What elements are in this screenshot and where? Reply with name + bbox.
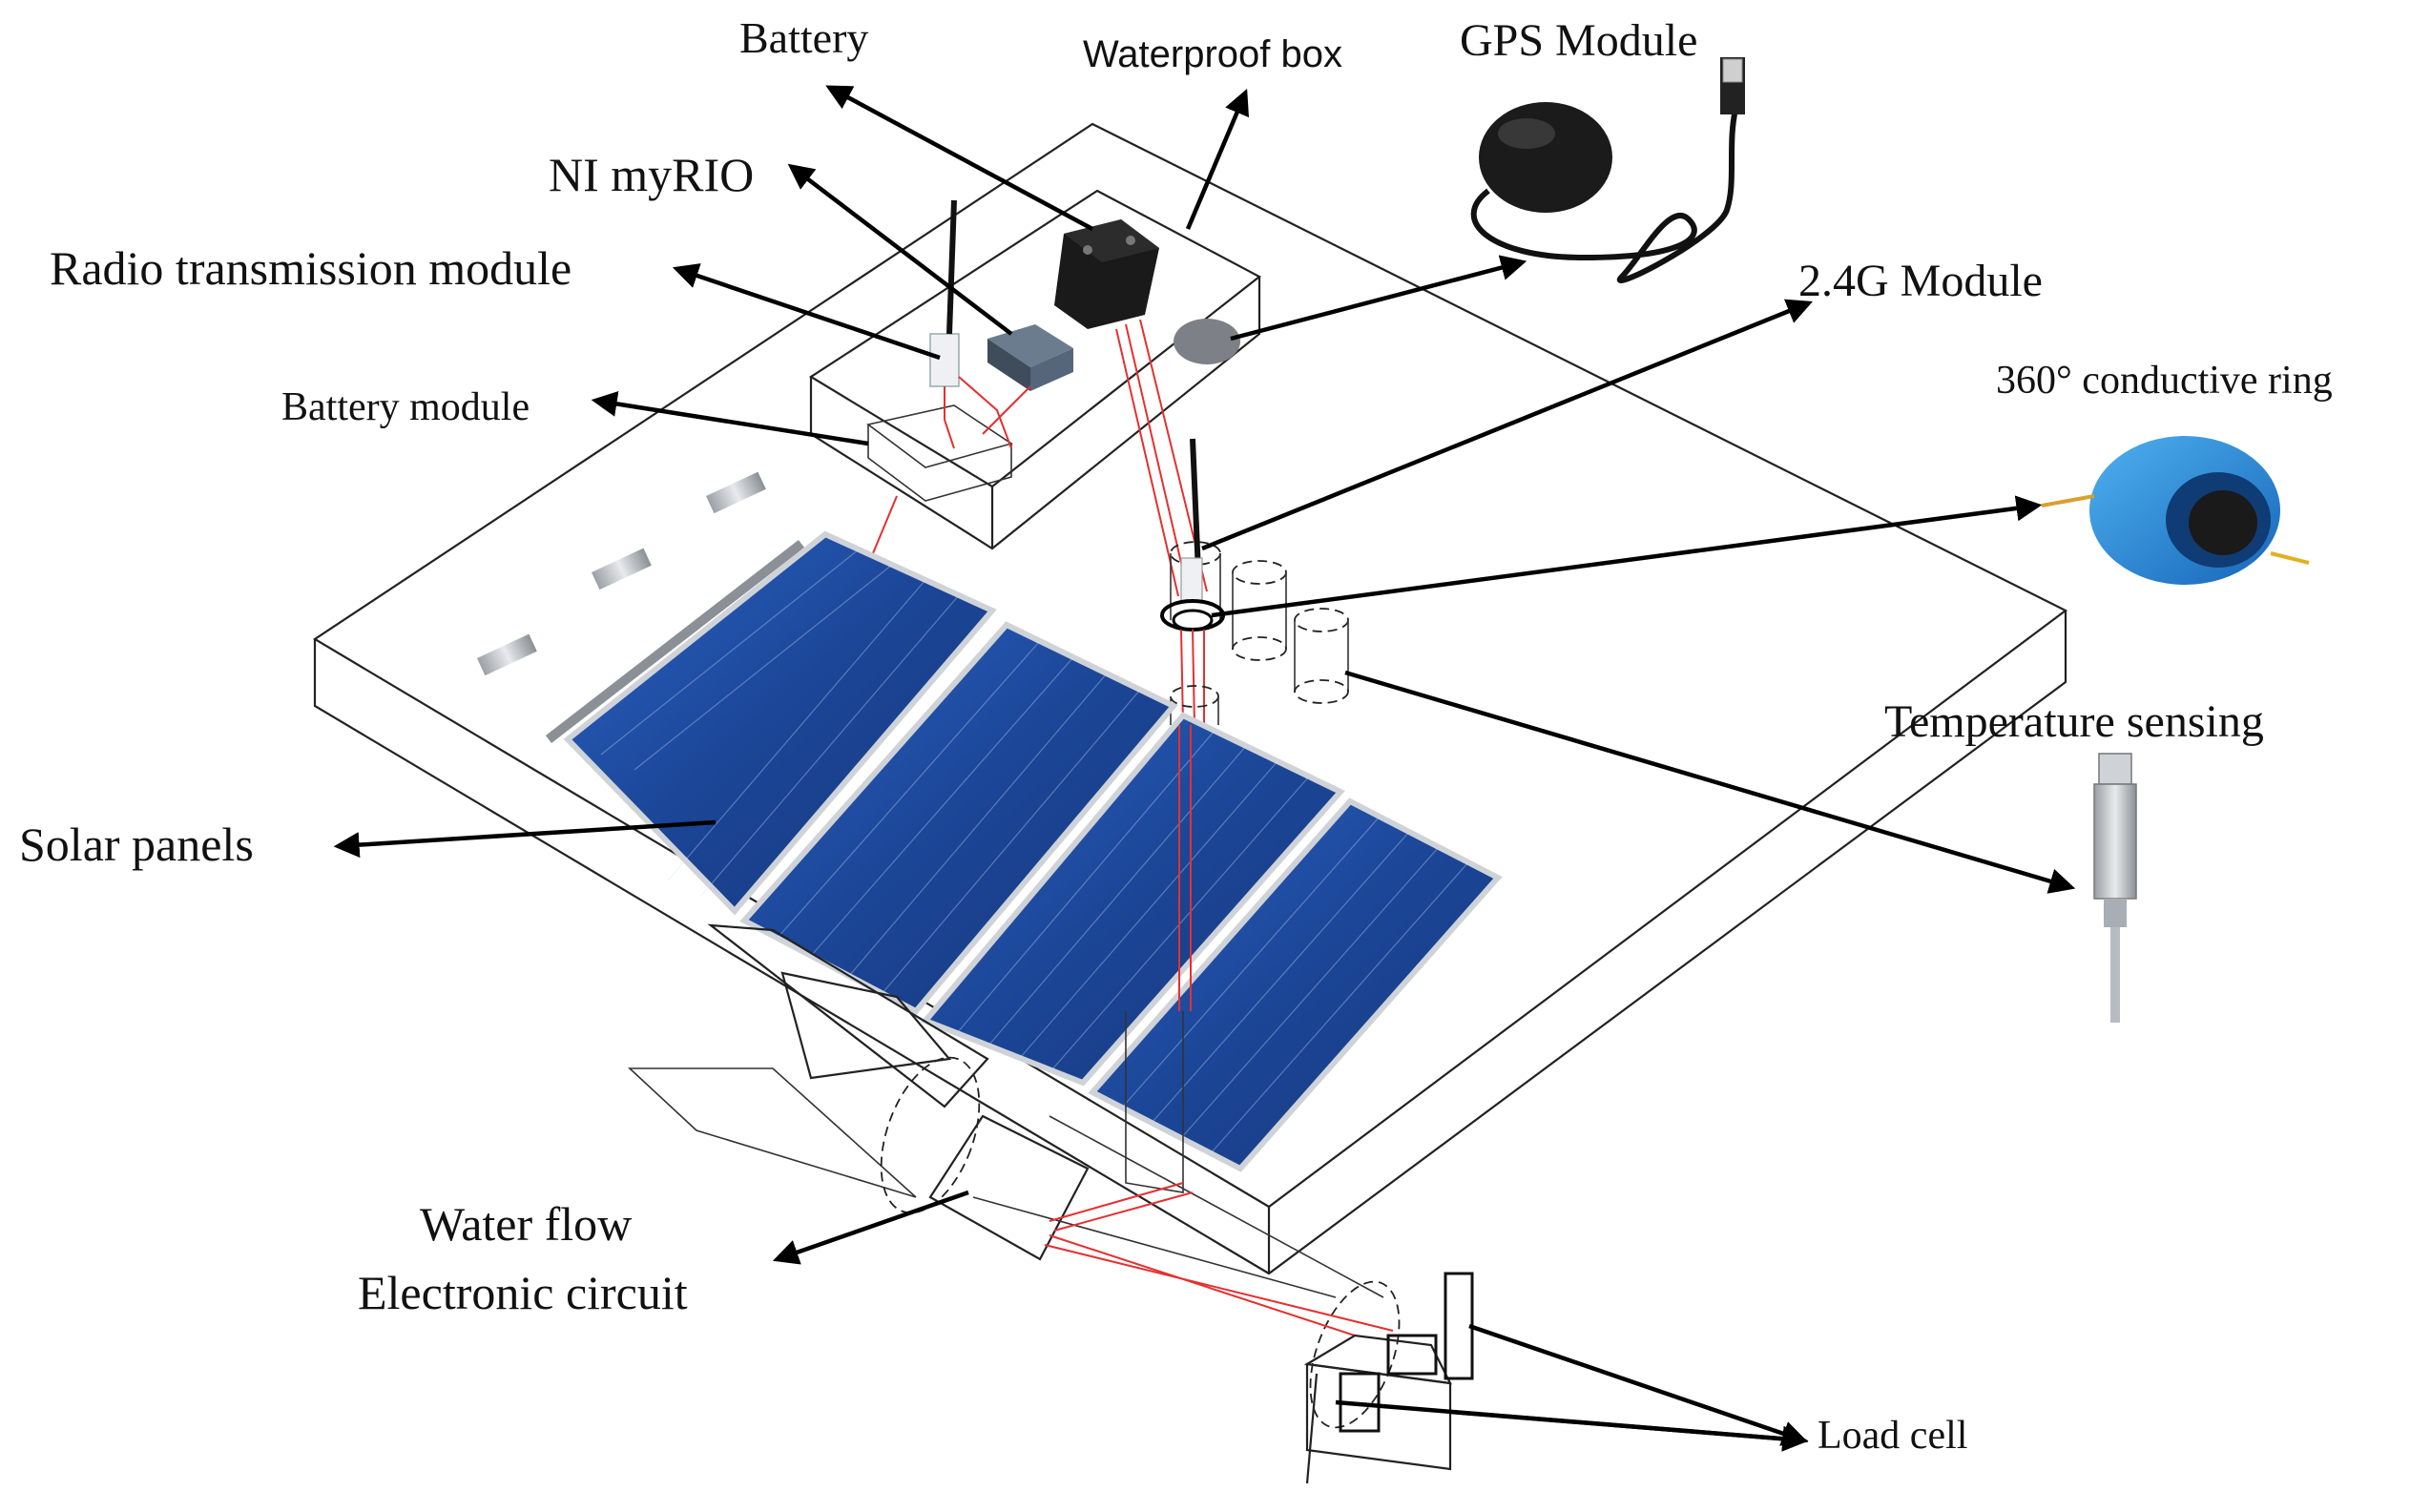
solar-panel-3 [921,712,1345,1087]
label-solar-panels: Solar panels [19,818,254,871]
label-gps-module: GPS Module [1460,15,1697,66]
label-electronic-circuit: Electronic circuit [358,1266,688,1319]
label-arrows [333,85,2076,1452]
underwater-structure [627,725,1474,1484]
label-water-flow: Water flow [420,1197,632,1251]
label-temperature-sensing: Temperature sensing [1884,696,2264,747]
label-battery: Battery [739,13,868,62]
label-battery-module: Battery module [281,385,530,429]
center-column [1160,438,1349,726]
radio-module-icon [929,199,960,387]
solar-panel-1 [563,530,997,916]
ni-myrio-icon [987,324,1073,391]
waterproof-box [808,189,1262,550]
slip-ring-icon [2041,436,2310,585]
temperature-probe-icon [2093,753,2137,1023]
label-waterproof-box: Waterproof box [1083,33,1342,75]
label-conductive-ring: 360° conductive ring [1996,359,2333,403]
platform-slab [312,122,2068,1275]
gps-puck-icon [1470,57,1745,283]
label-radio-module: Radio transmission module [50,241,571,295]
solar-array [477,471,1503,1172]
label-ni-myrio: NI myRIO [549,148,754,201]
label-load-cell: Load cell [1818,1414,1967,1458]
label-24g-module: 2.4G Module [1798,256,2043,306]
battery-icon [1054,219,1159,329]
gps-puck-small-icon [1174,319,1240,364]
solar-panel-2 [739,621,1178,1015]
